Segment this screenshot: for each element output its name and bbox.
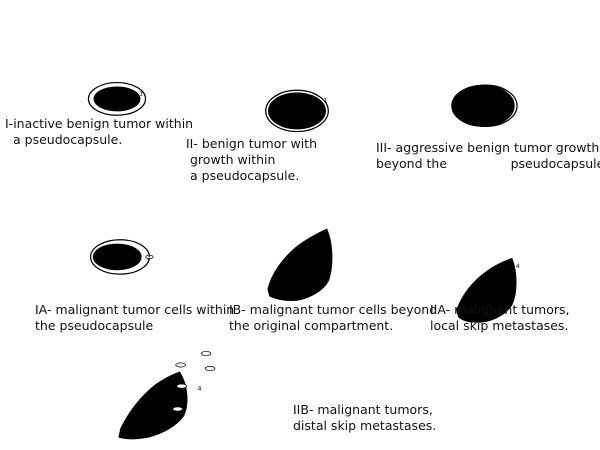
- marker-label: 4: [516, 263, 520, 270]
- tumor-mass: [267, 228, 333, 302]
- caption-stage-I: I-inactive benign tumor within a pseudoc…: [5, 116, 193, 148]
- caption-stage-IA: IA- malignant tumor cells within the pse…: [35, 302, 234, 334]
- caption-stage-IIB: IIB- malignant tumors, distal skip metas…: [293, 402, 436, 434]
- marker-label: 1: [324, 97, 328, 104]
- skip-lesion: [200, 351, 212, 357]
- caption-line: beyond the pseudocapsule.: [376, 156, 600, 171]
- vertebra-stage-III: [418, 17, 548, 157]
- caption-line: IA- malignant tumor cells within: [35, 302, 235, 317]
- caption-line: distal skip metastases.: [293, 418, 437, 433]
- vertebra-stage-IIB: 4: [93, 294, 231, 440]
- caption-line: IIB- malignant tumors,: [293, 402, 433, 417]
- caption-stage-III: III- aggressive benign tumor growth beyo…: [376, 140, 600, 172]
- vertebra-stage-I: 1: [52, 11, 182, 151]
- caption-line: IIA- malignant tumors,: [430, 302, 570, 317]
- vertebra-stage-IB: [236, 160, 366, 302]
- caption-stage-II: II- benign tumor with growth within a ps…: [186, 136, 317, 184]
- caption-line: the pseudocapsule: [35, 318, 154, 333]
- skip-lesion: [172, 406, 183, 412]
- caption-line: II- benign tumor with: [186, 136, 317, 151]
- vertebra-stage-II: 1: [232, 23, 362, 163]
- caption-line: IB- malignant tumor cells beyond: [229, 302, 438, 317]
- caption-line: III- aggressive benign tumor growth: [376, 140, 600, 155]
- caption-line: a pseudocapsule.: [13, 132, 123, 147]
- vertebra-stage-IIA: 4: [423, 186, 553, 326]
- marker-label: 3: [147, 255, 151, 262]
- marker-label: 1: [139, 91, 143, 98]
- skip-lesion: [175, 362, 186, 368]
- caption-line: the original compartment.: [229, 318, 394, 333]
- tumor-mass: [93, 86, 141, 112]
- skip-lesion: [176, 383, 187, 389]
- vertebra-stage-IA: 3: [55, 169, 185, 309]
- tumor-mass: [268, 92, 326, 130]
- caption-line: growth within: [190, 152, 276, 167]
- skip-lesion: [204, 366, 216, 371]
- tumor-mass: [451, 84, 515, 127]
- caption-stage-IB: IB- malignant tumor cells beyond the ori…: [229, 302, 437, 334]
- marker-label: 4: [197, 385, 201, 393]
- caption-line: I-inactive benign tumor within: [5, 116, 194, 131]
- skip-lesion: [145, 254, 154, 259]
- tumor-mass: [456, 257, 517, 323]
- tumor-mass: [118, 371, 188, 440]
- tumor-mass: [92, 243, 142, 271]
- caption-stage-IIA: IIA- malignant tumors, local skip metast…: [430, 302, 570, 334]
- caption-line: local skip metastases.: [430, 318, 569, 333]
- caption-line: a pseudocapsule.: [190, 168, 300, 183]
